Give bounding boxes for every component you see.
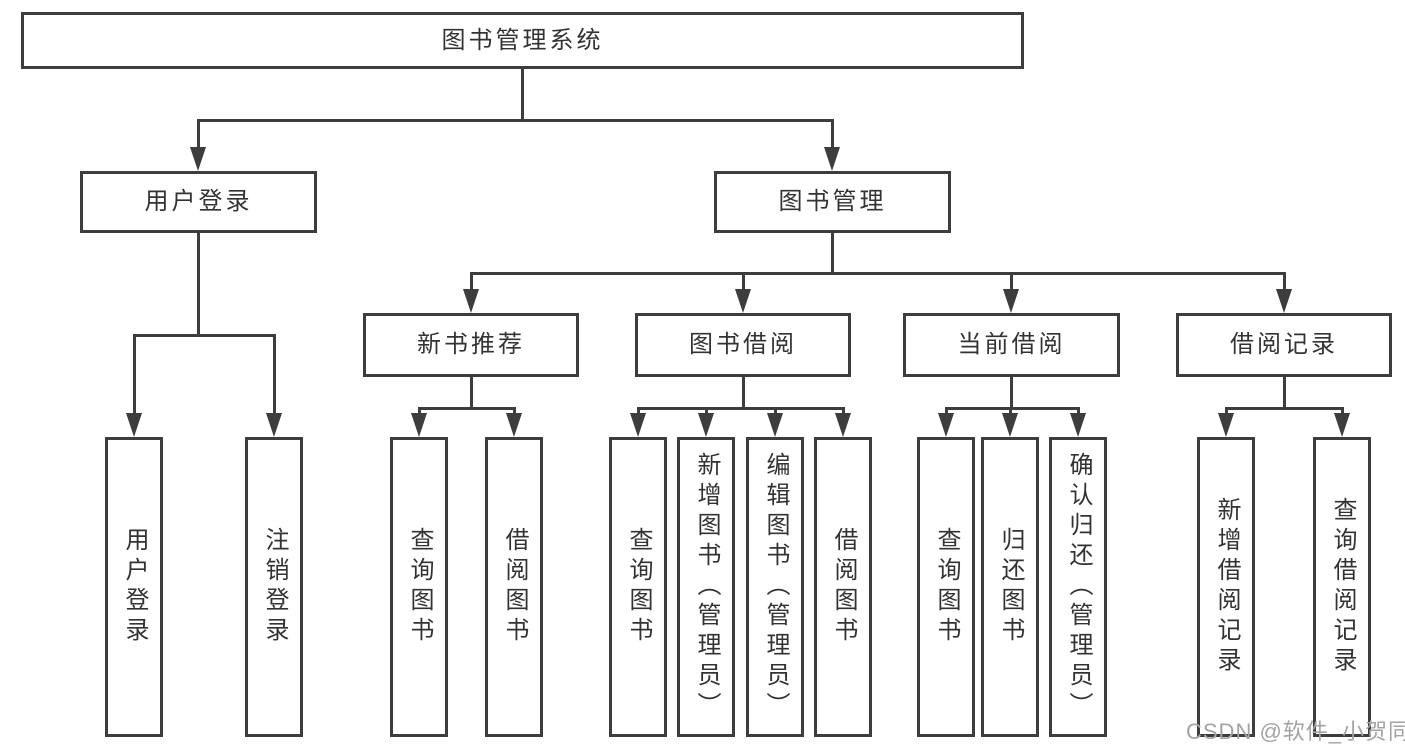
connector-drop-new-book-recommend [470,272,473,291]
connector-borrow-record-bus [1225,407,1344,410]
connector-drop-bb-edit [774,407,777,417]
arrowhead-nb-query [411,413,427,437]
node-user-login-label: 用户登录 [144,188,253,215]
leaf-bb-borrow-books: 借阅图书 [814,437,872,737]
leaf-bb-edit-books-admin: 编辑图书（管理员） [746,437,804,737]
connector-drop-leaf-login [133,334,136,415]
leaf-nb-borrow-books: 借阅图书 [485,437,543,737]
arrowhead-user-login [190,147,206,171]
node-library-system: 图书管理系统 [21,12,1024,69]
connector-drop-cb-confirm [1077,407,1080,417]
connector-drop-current-borrow [1010,272,1013,291]
connector-drop-book-borrow [742,272,745,291]
leaf-br-add-record: 新增借阅记录 [1197,437,1255,737]
leaf-nb-query-books: 查询图书 [390,437,448,737]
node-borrow-record: 借阅记录 [1176,313,1392,377]
node-new-book-recommend: 新书推荐 [363,313,579,377]
arrowhead-leaf-login [126,413,142,437]
arrowhead-book-borrow [735,289,751,313]
arrowhead-cb-return [1002,413,1018,437]
leaf-logout: 注销登录 [245,437,303,737]
connector-book-management-bus [470,272,1286,275]
csdn-watermark: CSDN @软件_小贺同学 [1186,719,1405,744]
arrowhead-nb-borrow [506,413,522,437]
connector-drop-cb-return [1009,407,1012,417]
leaf-cb-return-books-label: 归还图书 [997,527,1024,647]
leaf-user-login: 用户登录 [105,437,163,737]
connector-drop-borrow-record [1283,272,1286,291]
leaf-cb-query-books: 查询图书 [917,437,975,737]
arrowhead-cb-query [938,413,954,437]
leaf-bb-query-books-label: 查询图书 [625,527,652,647]
connector-drop-cb-query [945,407,948,417]
connector-drop-leaf-logout [273,334,276,415]
arrowhead-book-management [824,147,840,171]
connector-drop-bb-add [705,407,708,417]
arrowhead-current-borrow [1003,289,1019,313]
connector-user-login-bus [133,334,276,337]
connector-root-bus [197,119,834,122]
leaf-nb-query-books-label: 查询图书 [406,527,433,647]
node-borrow-record-label: 借阅记录 [1230,331,1338,358]
connector-book-borrow-bus [637,407,845,410]
connector-book-borrow-stem [742,377,745,407]
connector-new-book-bus [418,407,516,410]
connector-drop-bb-query [637,407,640,417]
arrowhead-bb-add [698,413,714,437]
leaf-nb-borrow-books-label: 借阅图书 [501,527,528,647]
arrowhead-leaf-logout [266,413,282,437]
leaf-cb-confirm-return-admin: 确认归还（管理员） [1049,437,1107,737]
connector-root-stem [521,69,524,119]
leaf-bb-query-books: 查询图书 [609,437,667,737]
node-book-borrow: 图书借阅 [635,313,851,377]
node-book-borrow-label: 图书借阅 [689,331,797,358]
leaf-br-add-record-label: 新增借阅记录 [1213,497,1240,677]
leaf-bb-borrow-books-label: 借阅图书 [830,527,857,647]
connector-drop-nb-borrow [513,407,516,417]
connector-drop-br-query [1341,407,1344,417]
arrowhead-bb-query [630,413,646,437]
node-book-management-label: 图书管理 [778,188,887,215]
node-library-system-label: 图书管理系统 [441,26,604,54]
arrowhead-bb-borrow [835,413,851,437]
connector-book-management-stem [831,233,834,272]
leaf-bb-add-books-admin: 新增图书（管理员） [677,437,735,737]
leaf-br-query-record-label: 查询借阅记录 [1329,497,1356,677]
leaf-cb-query-books-label: 查询图书 [933,527,960,647]
node-current-borrow: 当前借阅 [903,313,1120,377]
node-new-book-recommend-label: 新书推荐 [417,331,525,358]
leaf-logout-label: 注销登录 [261,527,288,647]
connector-new-book-stem [470,377,473,407]
connector-borrow-record-stem [1283,377,1286,407]
node-book-management: 图书管理 [714,171,951,233]
connector-drop-book-management [831,119,834,150]
leaf-br-query-record: 查询借阅记录 [1313,437,1371,737]
leaf-bb-edit-books-admin-label: 编辑图书（管理员） [762,452,789,722]
node-current-borrow-label: 当前借阅 [957,331,1066,358]
arrowhead-bb-edit [767,413,783,437]
arrowhead-br-add [1218,413,1234,437]
connector-drop-nb-query [418,407,421,417]
connector-drop-bb-borrow [842,407,845,417]
connector-current-borrow-stem [1010,377,1013,407]
arrowhead-borrow-record [1276,289,1292,313]
connector-current-borrow-bus [945,407,1080,410]
connector-drop-br-add [1225,407,1228,417]
arrowhead-cb-confirm [1070,413,1086,437]
leaf-user-login-label: 用户登录 [121,527,148,647]
node-user-login: 用户登录 [80,171,317,233]
leaf-cb-confirm-return-admin-label: 确认归还（管理员） [1065,452,1092,722]
arrowhead-new-book-recommend [463,289,479,313]
connector-user-login-stem [197,233,200,334]
arrowhead-br-query [1334,413,1350,437]
leaf-bb-add-books-admin-label: 新增图书（管理员） [693,452,720,722]
leaf-cb-return-books: 归还图书 [981,437,1039,737]
connector-drop-user-login [197,119,200,150]
